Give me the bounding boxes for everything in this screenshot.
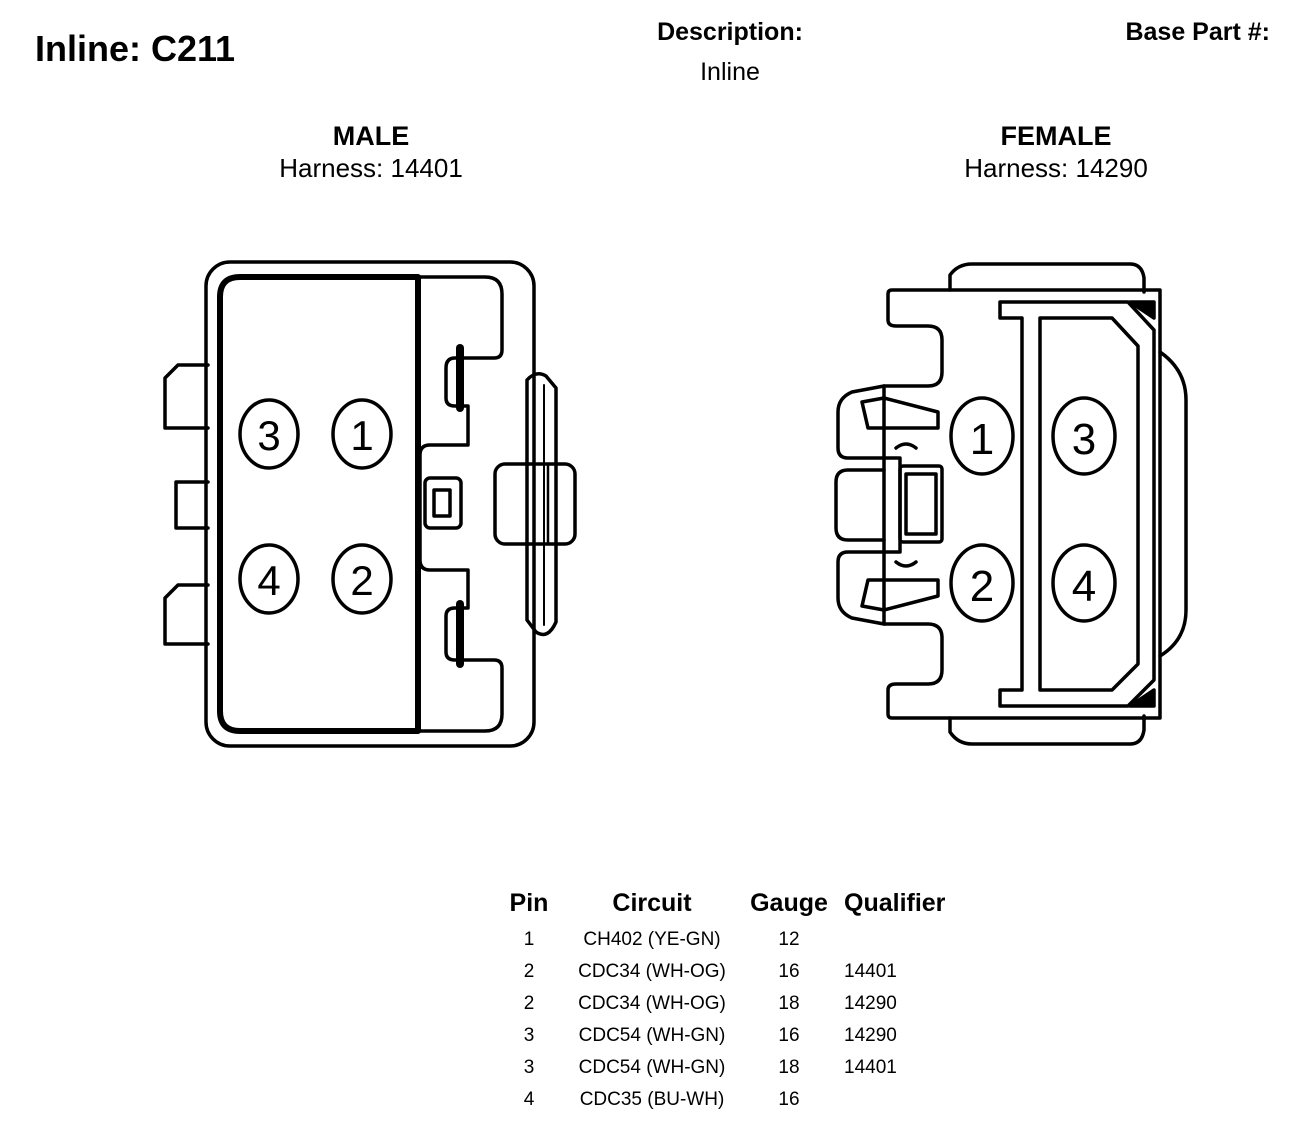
- female-cavity-4: 4: [1051, 543, 1117, 623]
- cell-pin: 2: [523, 993, 535, 1014]
- cell-gauge: 12: [778, 929, 800, 950]
- cell-qualifier: 14401: [844, 961, 897, 982]
- cell-gauge: 16: [778, 1025, 800, 1046]
- cell-qualifier: 14290: [844, 1025, 897, 1046]
- female-cavity-1: 1: [949, 396, 1015, 476]
- cell-gauge: 16: [778, 1089, 800, 1110]
- cell-qualifier: [836, 924, 958, 956]
- table-row: 3 CDC54 (WH-GN) 18 14401: [496, 1052, 958, 1084]
- cell-gauge: 16: [778, 961, 800, 982]
- male-cavity-1: 1: [331, 398, 393, 470]
- male-harness: Harness: 14401: [279, 153, 463, 183]
- cell-pin: 1: [523, 929, 535, 950]
- male-cavity-2: 2: [331, 543, 393, 615]
- base-part-label: Base Part #:: [1125, 18, 1270, 46]
- male-cavity-3: 3: [238, 398, 300, 470]
- header-qualifier: Qualifier: [844, 888, 946, 917]
- female-connector-body: [834, 262, 1188, 746]
- female-pin-label: 2: [970, 562, 994, 611]
- page-title: Inline: C211: [35, 28, 236, 69]
- cell-pin: 3: [523, 1025, 535, 1046]
- cell-circuit: CDC35 (BU-WH): [579, 1089, 725, 1110]
- cell-gauge: 18: [778, 1057, 800, 1078]
- female-harness: Harness: 14290: [964, 153, 1148, 183]
- table-row: 2 CDC34 (WH-OG) 16 14401: [496, 956, 958, 988]
- female-pin-label: 4: [1072, 562, 1096, 611]
- cell-pin: 2: [523, 961, 535, 982]
- female-cavity-2: 2: [949, 543, 1015, 623]
- cell-circuit: CDC54 (WH-GN): [578, 1025, 726, 1046]
- female-cavity-3: 3: [1051, 396, 1117, 476]
- male-title: MALE: [332, 121, 410, 151]
- male-connector-body: [163, 260, 577, 748]
- cell-pin: 4: [523, 1089, 535, 1110]
- cell-qualifier: 14401: [844, 1057, 897, 1078]
- table-row: 1 CH402 (YE-GN) 12: [496, 924, 958, 956]
- cell-pin: 3: [523, 1057, 535, 1078]
- cell-circuit: CDC54 (WH-GN): [578, 1057, 726, 1078]
- table-row: 2 CDC34 (WH-OG) 18 14290: [496, 988, 958, 1020]
- pin-table: Pin Circuit Gauge Qualifier 1 CH402 (YE-…: [496, 888, 958, 1116]
- header-circuit: Circuit: [612, 888, 692, 917]
- male-pin-label: 1: [350, 412, 373, 459]
- table-row: 3 CDC54 (WH-GN) 16 14290: [496, 1020, 958, 1052]
- cell-circuit: CH402 (YE-GN): [583, 929, 721, 950]
- header-pin: Pin: [509, 888, 549, 917]
- cell-gauge: 18: [778, 993, 800, 1014]
- cell-qualifier: 14290: [844, 993, 897, 1014]
- female-title: FEMALE: [1000, 121, 1112, 151]
- table-row: 4 CDC35 (BU-WH) 16: [496, 1084, 958, 1116]
- male-pin-label: 3: [257, 412, 280, 459]
- header-gauge: Gauge: [750, 888, 828, 917]
- male-pin-label: 4: [257, 557, 280, 604]
- cell-circuit: CDC34 (WH-OG): [578, 961, 726, 982]
- female-pin-label: 1: [970, 415, 994, 464]
- male-cavity-4: 4: [238, 543, 300, 615]
- cell-qualifier: [836, 1084, 958, 1116]
- description-value: Inline: [700, 58, 760, 86]
- female-pin-label: 3: [1072, 415, 1096, 464]
- male-pin-label: 2: [350, 557, 373, 604]
- cell-circuit: CDC34 (WH-OG): [578, 993, 726, 1014]
- description-label: Description:: [657, 18, 803, 46]
- pin-table-header: Pin Circuit Gauge Qualifier: [496, 888, 958, 924]
